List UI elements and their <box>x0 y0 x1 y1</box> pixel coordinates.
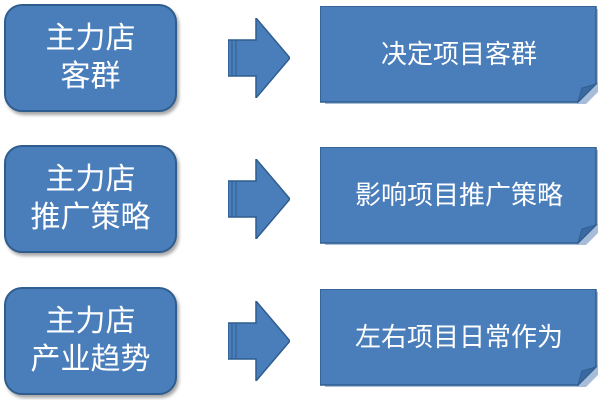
source-box-3: 主力店 产业趋势 <box>4 287 177 395</box>
target-box-3: 左右项目日常作为 <box>320 289 598 387</box>
right-arrow-icon <box>228 301 290 381</box>
target-box-1: 决定项目客群 <box>320 6 598 104</box>
source-box-2: 主力店 推广策略 <box>4 145 177 253</box>
source-box-2-line-1: 主力店 <box>45 162 136 197</box>
target-box-2-label: 影响项目推广策略 <box>354 180 563 211</box>
target-box-3-shape <box>320 289 598 387</box>
target-box-1-label: 决定项目客群 <box>380 39 537 70</box>
source-box-1: 主力店 客群 <box>4 4 177 112</box>
target-box-1-shape <box>320 6 598 104</box>
diagram-row-3: 主力店 产业趋势 左右项目日常作为 <box>0 287 606 397</box>
diagram-row-2: 主力店 推广策略 影响项目推广策略 <box>0 145 606 255</box>
source-box-1-line-2: 客群 <box>60 59 121 94</box>
target-box-2: 影响项目推广策略 <box>320 147 598 245</box>
target-box-3-label: 左右项目日常作为 <box>354 322 563 353</box>
source-box-1-line-1: 主力店 <box>45 21 136 56</box>
source-box-2-line-2: 推广策略 <box>30 200 151 235</box>
source-box-3-line-2: 产业趋势 <box>30 342 151 377</box>
right-arrow-icon <box>228 18 290 98</box>
diagram-row-1: 主力店 客群 决定项目客群 <box>0 4 606 114</box>
source-box-3-line-1: 主力店 <box>45 304 136 339</box>
right-arrow-icon <box>228 159 290 239</box>
target-box-2-shape <box>320 147 598 245</box>
